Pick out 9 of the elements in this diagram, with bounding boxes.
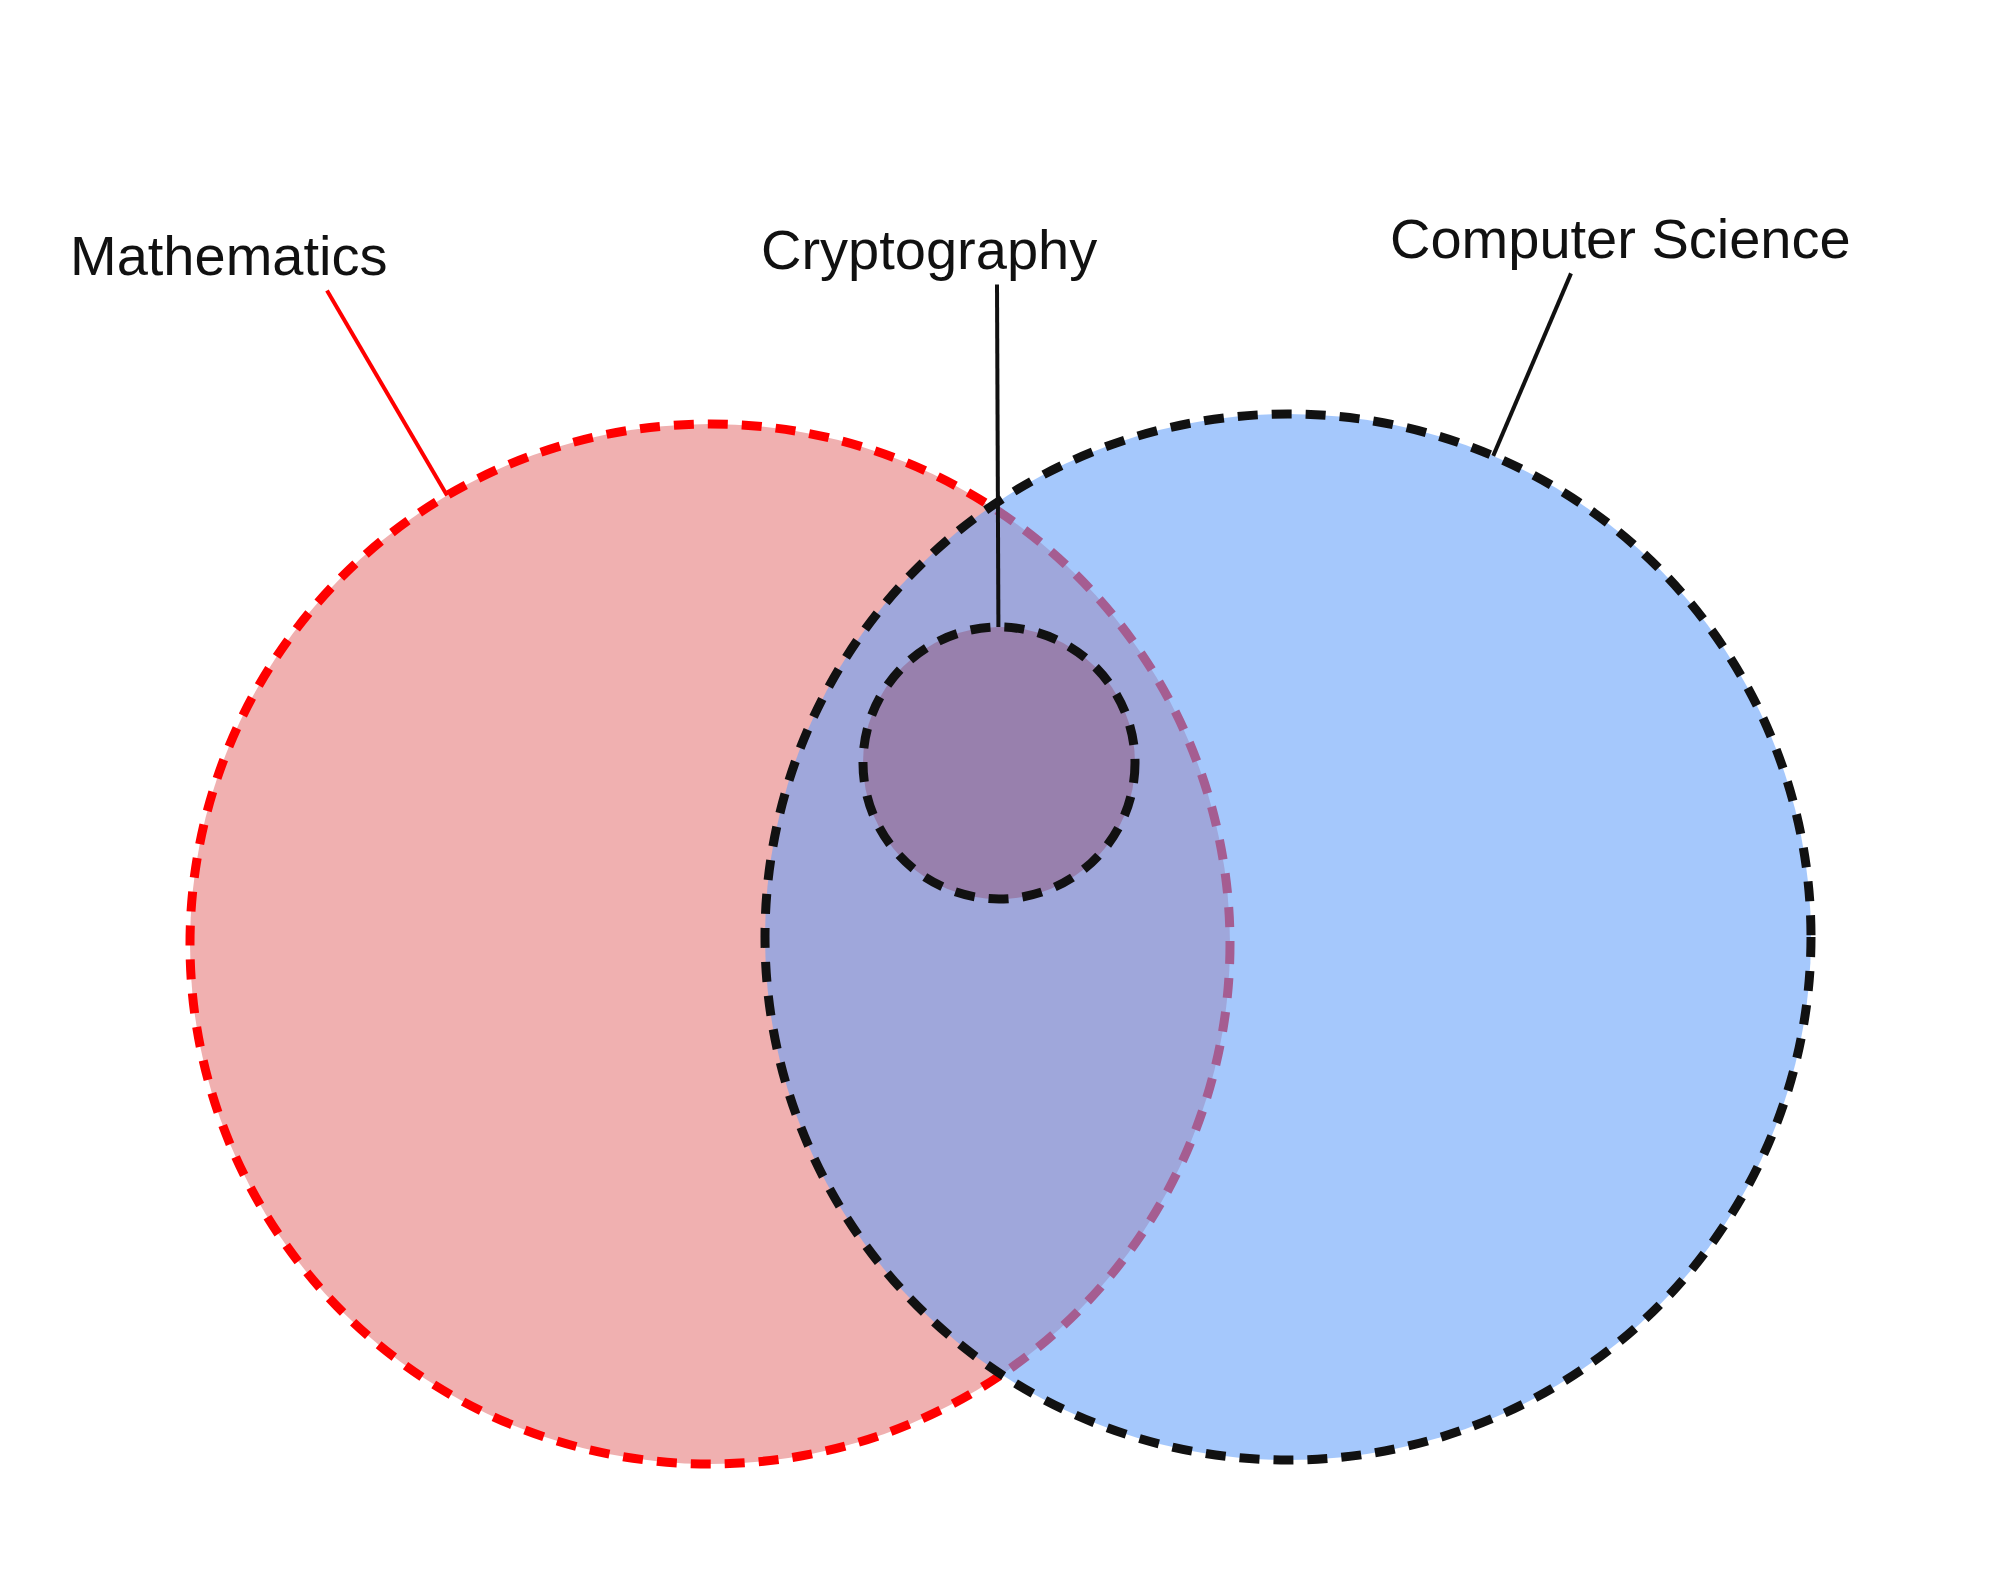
leader-line: [325, 289, 449, 497]
set-label: Mathematics: [70, 224, 388, 289]
set-label: Computer Science: [1390, 207, 1851, 272]
venn-circle: [760, 409, 1816, 1465]
venn-circle: [858, 622, 1140, 904]
venn-circle: [185, 419, 1235, 1469]
leader-line: [995, 284, 1001, 627]
leader-line: [1491, 272, 1573, 457]
set-label: Cryptography: [761, 218, 1098, 283]
